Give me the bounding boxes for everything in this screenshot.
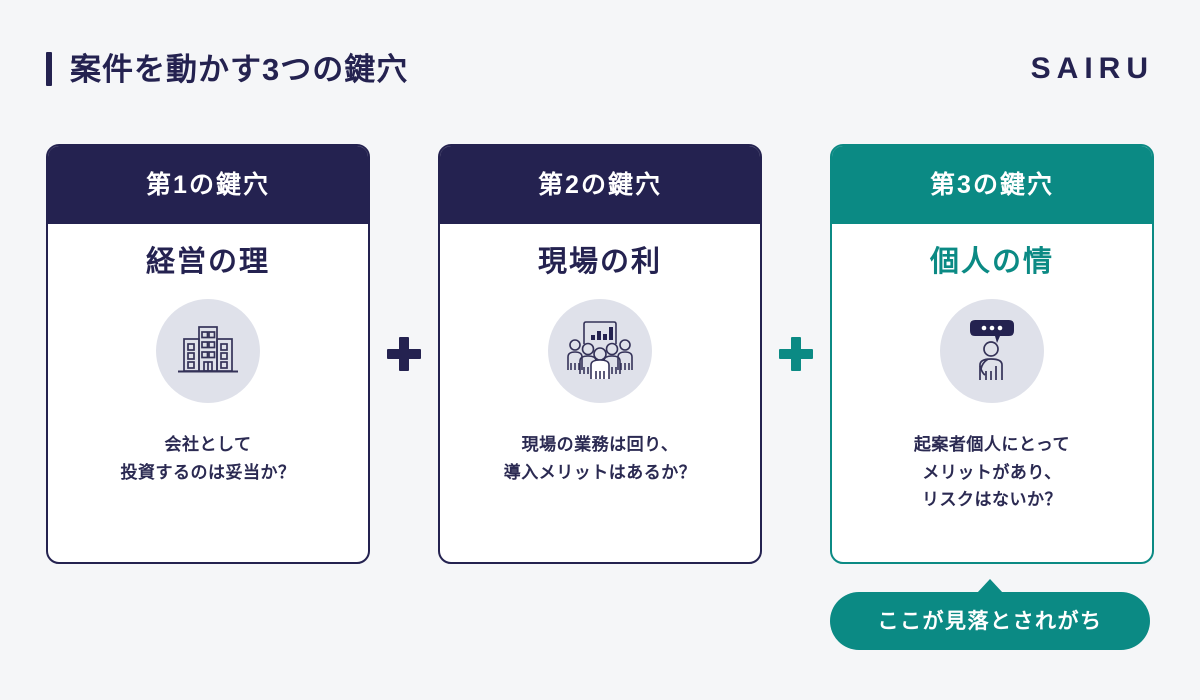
page-title: 案件を動かす3つの鍵穴 (70, 51, 409, 87)
key-card-3-header: 第3の鍵穴 (832, 146, 1152, 224)
key-card-3-icon-circle (940, 299, 1044, 403)
key-card-1-body: 経営の理 (48, 224, 368, 562)
key-card-2-body: 現場の利 (440, 224, 760, 562)
key-card-2-desc-line-1: 現場の業務は回り、 (521, 435, 679, 454)
person-speech-bubble-icon (961, 316, 1023, 387)
key-card-1-desc-line-2: 投資するのは妥当か？ (120, 462, 296, 482)
key-card-1-description: 会社として 投資するのは妥当か？ (121, 431, 296, 486)
key-card-2-description: 現場の業務は回り、 導入メリットはあるか？ (504, 431, 697, 486)
key-card-3-desc-line-1: 起案者個人にとって (913, 435, 1071, 454)
plus-icon (387, 337, 421, 371)
office-building-icon (176, 319, 240, 384)
plus-icon (779, 337, 813, 371)
connector-1 (370, 144, 438, 564)
key-card-3-header-label: 第3の鍵穴 (930, 170, 1054, 199)
key-card-1-title: 経営の理 (145, 246, 270, 278)
key-card-1-icon-circle (156, 299, 260, 403)
cards-row: 第1の鍵穴 経営の理 (46, 144, 1154, 564)
connector-2 (762, 144, 830, 564)
key-card-1-header: 第1の鍵穴 (48, 146, 368, 224)
key-card-1-desc-line-1: 会社として (164, 435, 252, 454)
callout-label: ここが見落とされがち (877, 609, 1103, 633)
key-card-2-desc-line-2: 導入メリットはあるか？ (503, 462, 697, 482)
key-card-1: 第1の鍵穴 経営の理 (46, 144, 370, 564)
key-card-3-body: 個人の情 (832, 224, 1152, 562)
callout-arrow-icon (977, 579, 1003, 593)
page-header: 案件を動かす3つの鍵穴 SAIRU (46, 44, 1154, 94)
key-card-2: 第2の鍵穴 現場の利 (438, 144, 762, 564)
key-card-2-header: 第2の鍵穴 (440, 146, 760, 224)
key-card-3-desc-line-2: メリットがあり、 (922, 462, 1062, 482)
team-with-chart-icon (566, 318, 634, 385)
key-card-2-title: 現場の利 (537, 246, 662, 278)
brand-logo: SAIRU (1030, 52, 1154, 85)
key-card-3-description: 起案者個人にとって メリットがあり、 リスクはないか？ (914, 431, 1070, 514)
callout-badge: ここが見落とされがち (830, 579, 1150, 650)
title-accent-bar (46, 52, 52, 86)
key-card-2-header-label: 第2の鍵穴 (538, 170, 662, 199)
key-card-2-icon-circle (548, 299, 652, 403)
key-card-3-title: 個人の情 (929, 246, 1054, 278)
key-card-1-header-label: 第1の鍵穴 (146, 170, 270, 199)
key-card-3-desc-line-3: リスクはないか？ (921, 490, 1062, 510)
key-card-3: 第3の鍵穴 個人の情 (830, 144, 1154, 564)
title-group: 案件を動かす3つの鍵穴 (46, 52, 408, 86)
